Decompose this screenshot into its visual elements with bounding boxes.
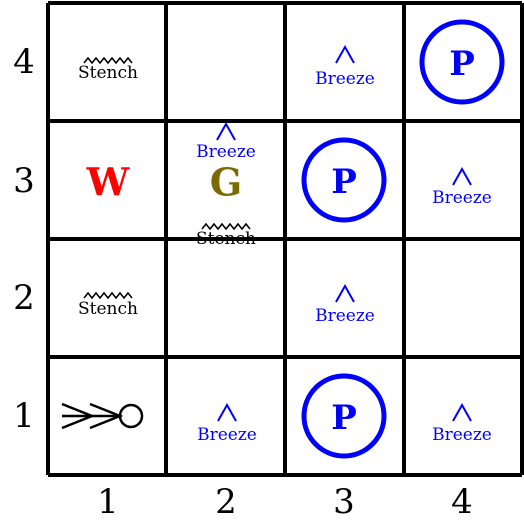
cell-r3c3: P xyxy=(301,137,387,223)
col-label-3: 3 xyxy=(333,482,355,522)
breeze-caret-icon xyxy=(452,402,472,422)
breeze-caret-icon xyxy=(335,283,355,303)
agent-arrow-icon xyxy=(61,402,144,430)
breeze-caret-icon xyxy=(217,402,237,422)
breeze-label: Breeze xyxy=(432,425,492,445)
cell-r3c1: W xyxy=(86,160,131,205)
breeze-caret-icon xyxy=(452,166,472,186)
stench-label: Stench xyxy=(78,63,138,83)
col-label-4: 4 xyxy=(451,482,473,522)
cell-r1c2: Breeze xyxy=(197,402,257,445)
cell-r1c1 xyxy=(61,402,144,430)
col-label-1: 1 xyxy=(97,482,119,522)
col-label-2: 2 xyxy=(215,482,237,522)
cell-r4c4: P xyxy=(419,19,505,105)
row-labels: 4 3 2 1 xyxy=(13,42,35,436)
row-label-2: 2 xyxy=(13,278,35,318)
cell-r4c3: Breeze xyxy=(315,44,375,89)
row-label-3: 3 xyxy=(13,161,35,201)
stench-label: Stench xyxy=(78,299,138,319)
row-label-4: 4 xyxy=(13,42,35,82)
breeze-caret-icon xyxy=(335,44,355,64)
stench-wave-icon xyxy=(83,56,133,65)
stench-label: Stench xyxy=(196,229,256,249)
breeze-label: Breeze xyxy=(197,425,257,445)
breeze-label: Breeze xyxy=(315,306,375,326)
pit-circle-icon xyxy=(301,137,387,223)
gold-label: G xyxy=(210,160,242,205)
grid-lines xyxy=(46,1,524,477)
stench-wave-icon xyxy=(83,291,133,300)
breeze-label: Breeze xyxy=(315,69,375,89)
cell-r4c1: Stench xyxy=(78,56,138,83)
cell-r1c3: P xyxy=(301,373,387,459)
breeze-caret-icon xyxy=(216,121,236,141)
row-label-1: 1 xyxy=(13,396,35,436)
pit-label: P xyxy=(449,44,475,84)
cell-r3c4: Breeze xyxy=(432,166,492,208)
breeze-label: Breeze xyxy=(432,188,492,208)
wumpus-label: W xyxy=(86,160,131,205)
stench-wave-icon xyxy=(201,222,251,231)
cell-r2c3: Breeze xyxy=(315,283,375,326)
breeze-label: Breeze xyxy=(196,142,256,162)
column-labels: 1 2 3 4 xyxy=(97,482,473,522)
pit-circle-icon xyxy=(301,373,387,459)
pit-circle-icon xyxy=(419,19,505,105)
cell-r1c4: Breeze xyxy=(432,402,492,445)
pit-label: P xyxy=(331,162,357,202)
cell-r2c1: Stench xyxy=(78,291,138,319)
cell-r3c2: Breeze G Stench xyxy=(196,121,256,249)
pit-label: P xyxy=(331,398,357,438)
